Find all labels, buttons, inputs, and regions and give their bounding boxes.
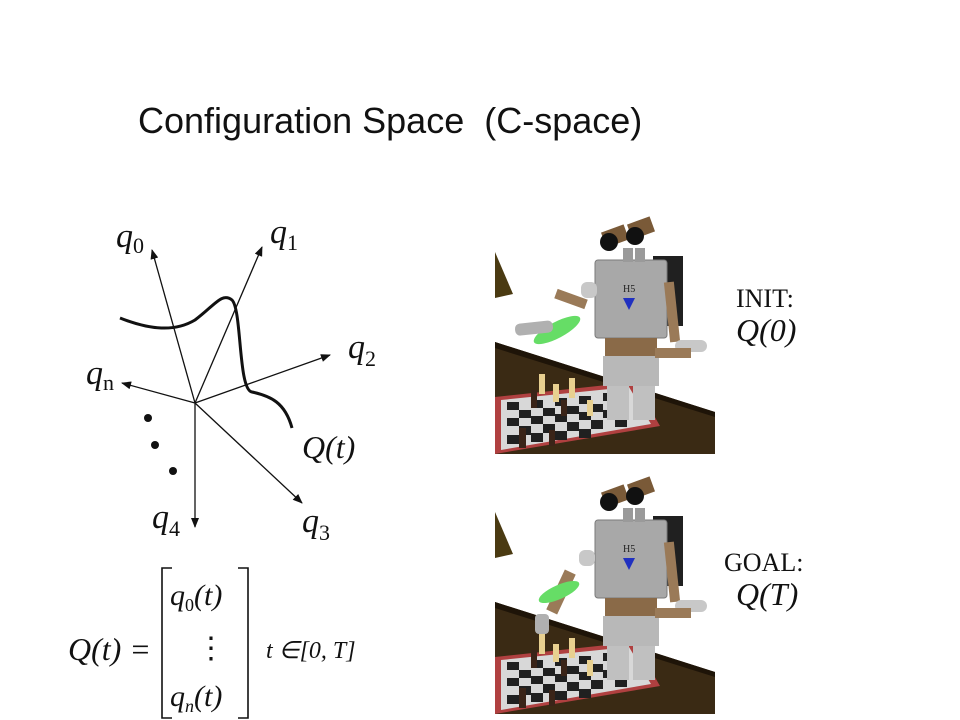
slide-title: Configuration Space (C-space) [138,100,643,141]
axis-q3 [194,402,303,504]
axis-label-q3: q3 [302,503,330,545]
equation-lhs: Q(t) = [68,631,151,667]
goal-robot-image: H5 [495,474,715,714]
svg-text:H5: H5 [623,284,635,295]
ellipsis-dot [144,414,152,422]
robot: H5 [535,476,707,680]
ellipsis-dot [169,467,177,475]
axis-qn [121,381,196,404]
axis-label-q4: q4 [152,499,180,541]
goal-label: GOAL: Q(T) [724,548,803,613]
axis-q2 [194,354,331,404]
ellipsis-dot [151,441,159,449]
init-caption: INIT: [736,284,794,313]
init-robot-image: H5 [495,212,715,454]
matrix-entry-mid: ⋮ [196,632,226,665]
cone-object [495,512,513,558]
axis-q1 [194,246,263,404]
goal-expr: Q(T) [736,576,799,612]
matrix-entry-bottom: qn(t) [170,680,222,716]
trajectory-curve [119,296,294,429]
cone-object [495,252,513,298]
init-label: INIT: Q(0) [736,284,796,349]
green-hand [533,315,581,345]
matrix-entry-top: q0(t) [170,579,222,615]
matrix-brackets [161,567,249,719]
equation-domain: t ∈[0, T] [266,638,356,664]
svg-text:H5: H5 [623,544,635,555]
green-hand [538,581,580,603]
curve-label: Q(t) [302,429,355,465]
init-expr: Q(0) [736,312,797,348]
axis-label-qn: qn [86,355,114,395]
axis-label-q2: q2 [348,329,376,371]
robot: H5 [514,216,707,420]
axis-label-q1: q1 [270,214,298,255]
goal-caption: GOAL: [724,548,804,577]
axis-label-q0: q0 [116,218,144,258]
